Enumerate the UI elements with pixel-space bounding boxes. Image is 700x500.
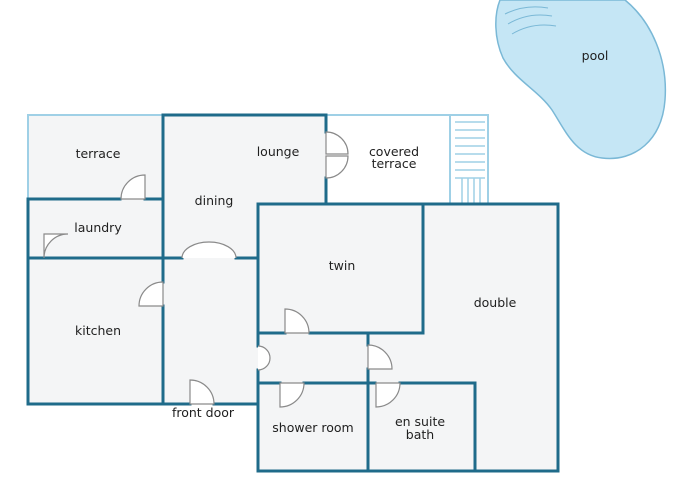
double-door	[367, 344, 393, 370]
ensuite-door	[375, 382, 401, 408]
pool-steps	[511, 24, 557, 35]
shower-floor	[258, 383, 368, 471]
terrace-outline	[27, 114, 163, 199]
covered-terrace-outline	[326, 114, 489, 203]
room-floors	[28, 115, 558, 471]
laundry-terrace-door	[120, 174, 146, 200]
shower-door	[279, 382, 305, 408]
twin-door	[284, 308, 310, 334]
kitchen-door	[138, 281, 164, 307]
laundry-door	[43, 233, 69, 259]
twin-label: twin	[329, 258, 356, 273]
walls	[26, 113, 560, 473]
room-labels: terrace lounge covered terrace dining la…	[74, 144, 516, 442]
double-label: double	[474, 295, 517, 310]
hall-door	[257, 345, 271, 371]
kitchen-floor	[28, 258, 163, 404]
shower-room-label: shower room	[272, 420, 353, 435]
covered-terrace-label-line1: covered	[369, 144, 419, 159]
terrace-label: terrace	[76, 146, 121, 161]
hall-floor	[163, 258, 258, 404]
pool: pool	[495, 0, 667, 160]
pool-label: pool	[582, 48, 609, 63]
lounge-door-upper	[325, 131, 349, 155]
front-door-label: front door	[172, 405, 235, 420]
stairs	[455, 121, 485, 203]
lounge-door-lower	[325, 155, 349, 179]
front-door	[189, 379, 215, 405]
dining-arch	[181, 241, 237, 259]
covered-terrace-label-line2: terrace	[372, 156, 417, 171]
laundry-floor	[28, 199, 163, 258]
covered-terrace-area	[326, 114, 489, 203]
pool-shape	[495, 0, 667, 160]
corridor-floor	[258, 333, 423, 383]
pool-steps	[507, 14, 553, 25]
lounge-label: lounge	[257, 144, 300, 159]
pool-steps	[504, 6, 549, 15]
en-suite-label-line2: bath	[406, 427, 434, 442]
doors	[43, 131, 401, 408]
laundry-label: laundry	[74, 220, 122, 235]
en-suite-label-line1: en suite	[395, 414, 445, 429]
kitchen-label: kitchen	[75, 323, 121, 338]
dining-label: dining	[195, 193, 234, 208]
